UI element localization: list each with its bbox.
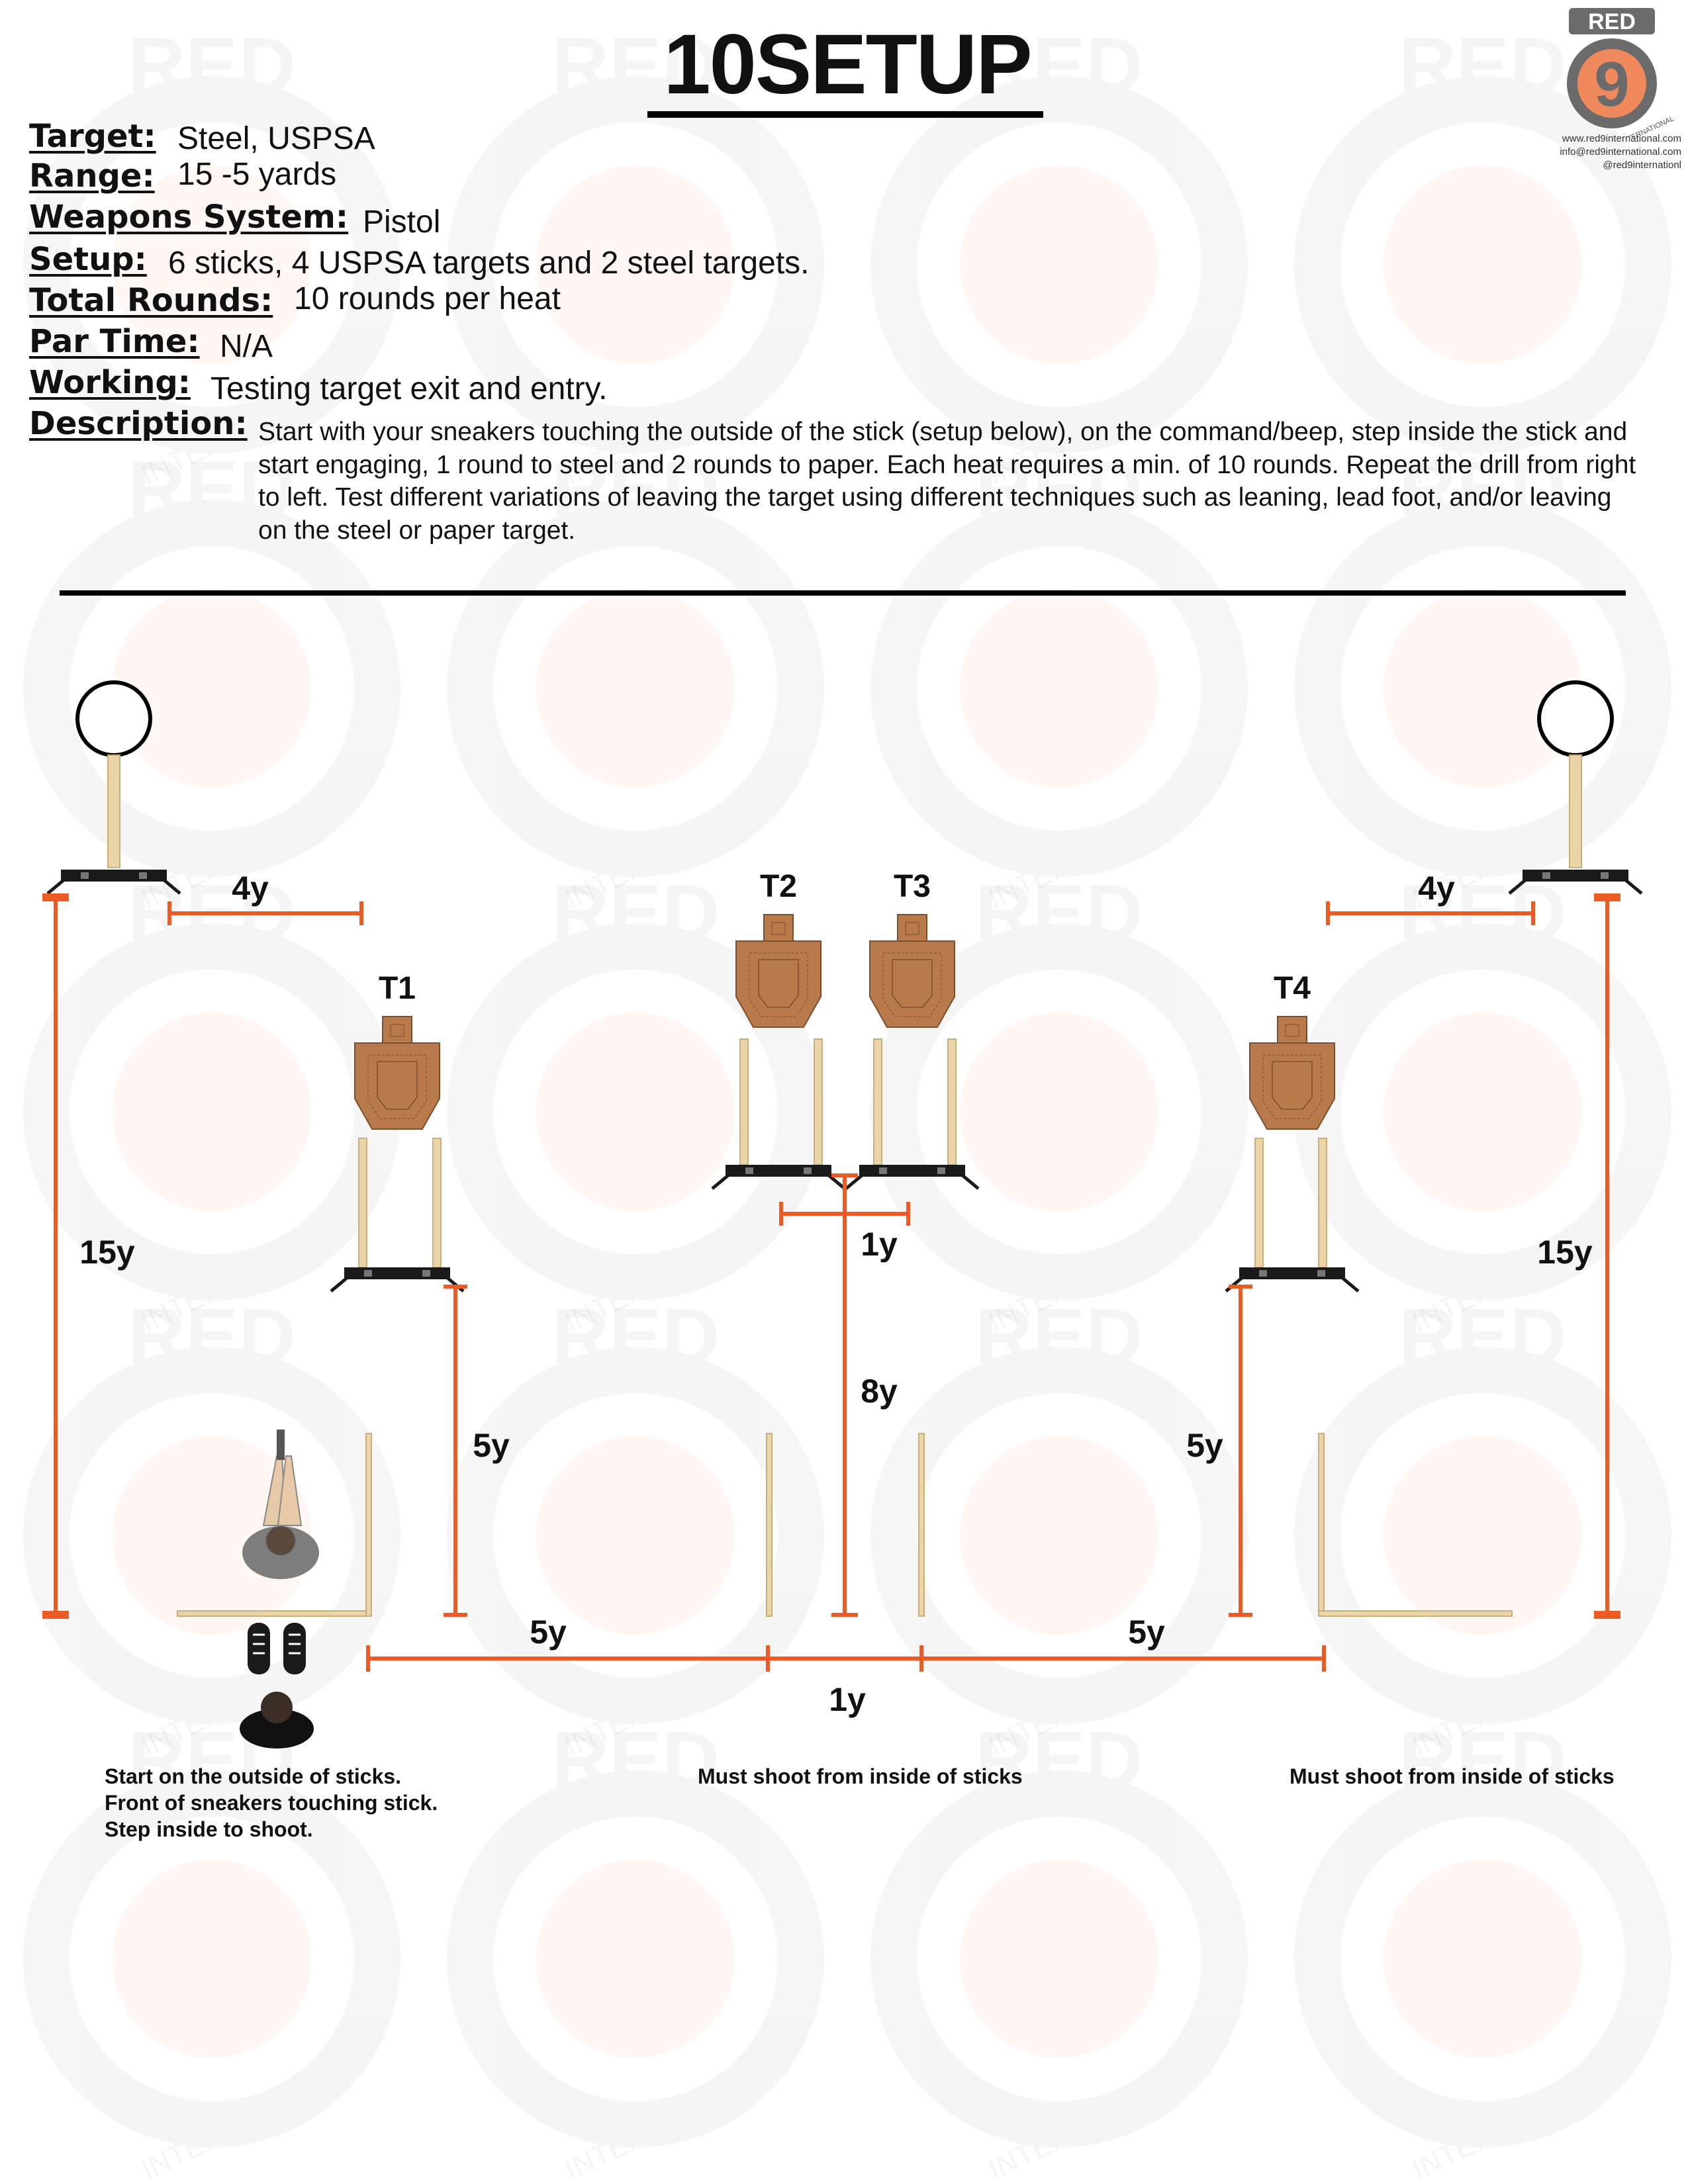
title-underline — [647, 111, 1043, 118]
field-value-par-time: N/A — [220, 329, 273, 364]
dim-label-center-depth: 8y — [861, 1373, 898, 1410]
dimension-lines — [42, 893, 1620, 1672]
svg-text:RED: RED — [1399, 445, 1566, 533]
svg-text:RED: RED — [1399, 21, 1566, 110]
dim-line-center-1y — [779, 1202, 910, 1226]
svg-text:RED: RED — [1399, 1715, 1566, 1804]
dim-label-t1-depth: 5y — [473, 1427, 510, 1464]
svg-text:RED: RED — [551, 1292, 719, 1381]
field-value-working: Testing target exit and entry. — [211, 371, 608, 406]
page-title: 10SETUP — [663, 17, 1032, 112]
dim-label-right-depth: 15y — [1537, 1234, 1593, 1271]
svg-text:RED: RED — [128, 21, 295, 110]
dim-label-middle-span: 1y — [829, 1681, 866, 1718]
note-middle: Must shoot from inside of sticks — [698, 1764, 1023, 1788]
shooter-figure — [240, 1430, 319, 1749]
section-divider — [60, 590, 1626, 596]
target-label-t3: T3 — [893, 869, 931, 904]
logo-contact: www.red9international.com info@red9inter… — [1483, 132, 1681, 172]
note-start-position: Start on the outside of sticks. Front of… — [105, 1764, 438, 1841]
uspsa-target-t1 — [331, 1016, 463, 1291]
dim-line-t4-5y — [1229, 1285, 1252, 1617]
logo-handle: @red9internationl — [1603, 159, 1681, 171]
target-label-t1: T1 — [378, 971, 416, 1006]
uspsa-target-t2 — [712, 914, 845, 1189]
svg-text:RED: RED — [975, 868, 1143, 957]
field-value-weapons-system: Pistol — [363, 205, 441, 240]
dim-label-left-depth: 15y — [79, 1234, 135, 1271]
dim-label-left-offset: 4y — [232, 870, 269, 907]
svg-text:RED: RED — [551, 445, 719, 533]
logo-core — [1577, 49, 1646, 118]
stick-center-left — [766, 1433, 773, 1617]
field-label-range: Range: — [29, 158, 155, 195]
svg-text:RED: RED — [551, 1715, 719, 1804]
stick-center-right — [918, 1433, 925, 1617]
field-value-range: 15 -5 yards — [177, 157, 337, 192]
field-label-setup: Setup: — [29, 241, 147, 278]
field-value-total-rounds: 10 rounds per heat — [294, 281, 561, 316]
dim-line-right-4y — [1326, 901, 1535, 925]
svg-text:RED: RED — [551, 868, 719, 957]
target-label-t4: T4 — [1273, 971, 1311, 1006]
dim-label-left-span: 5y — [530, 1614, 567, 1651]
svg-text:RED: RED — [551, 21, 719, 110]
dim-label-center-gap: 1y — [861, 1226, 898, 1263]
logo-website: www.red9international.com — [1562, 133, 1681, 144]
uspsa-target-t4 — [1226, 1016, 1358, 1291]
dim-line-t1-5y — [444, 1285, 467, 1617]
stick-left-vertical — [365, 1433, 372, 1617]
field-label-target: Target: — [29, 118, 156, 155]
dim-label-t4-depth: 5y — [1186, 1427, 1223, 1464]
field-label-description: Description: — [29, 405, 248, 442]
svg-text:RED: RED — [1399, 1292, 1566, 1381]
field-value-target: Steel, USPSA — [177, 121, 375, 156]
field-label-working: Working: — [29, 364, 191, 401]
steel-target-right — [1509, 680, 1642, 893]
steel-target-left — [48, 680, 180, 893]
note-right: Must shoot from inside of sticks — [1289, 1764, 1615, 1788]
dim-label-right-span: 5y — [1128, 1614, 1165, 1651]
field-label-par-time: Par Time: — [29, 323, 200, 360]
target-label-t2: T2 — [759, 869, 797, 904]
svg-text:RED: RED — [975, 1715, 1143, 1804]
stick-left-horizontal — [177, 1610, 371, 1617]
logo-email: info@red9international.com — [1560, 146, 1681, 158]
stick-right-horizontal — [1318, 1610, 1513, 1617]
dim-label-right-offset: 4y — [1418, 870, 1455, 907]
svg-text:RED: RED — [975, 445, 1143, 533]
field-value-setup: 6 sticks, 4 USPSA targets and 2 steel ta… — [168, 246, 810, 281]
dim-line-center-8y — [831, 1173, 858, 1617]
svg-text:RED: RED — [975, 21, 1143, 110]
logo-brand-plate — [1569, 8, 1655, 34]
field-label-total-rounds: Total Rounds: — [29, 282, 273, 319]
svg-text:RED: RED — [128, 445, 295, 533]
logo-brand-text: RED — [1588, 9, 1636, 34]
field-value-description: Start with your sneakers touching the ou… — [258, 418, 1636, 545]
dim-line-left-4y — [167, 901, 363, 925]
uspsa-target-t3 — [846, 914, 978, 1189]
stick-right-vertical — [1318, 1433, 1325, 1617]
logo-numeral: 9 — [1594, 49, 1629, 120]
red9-logo: RED 9 INTERNATIONAL — [1567, 8, 1675, 138]
svg-text:RED: RED — [128, 1292, 295, 1381]
field-label-weapons-system: Weapons System: — [29, 199, 349, 236]
shooting-sticks — [177, 1433, 1513, 1617]
svg-text:RED: RED — [975, 1292, 1143, 1381]
